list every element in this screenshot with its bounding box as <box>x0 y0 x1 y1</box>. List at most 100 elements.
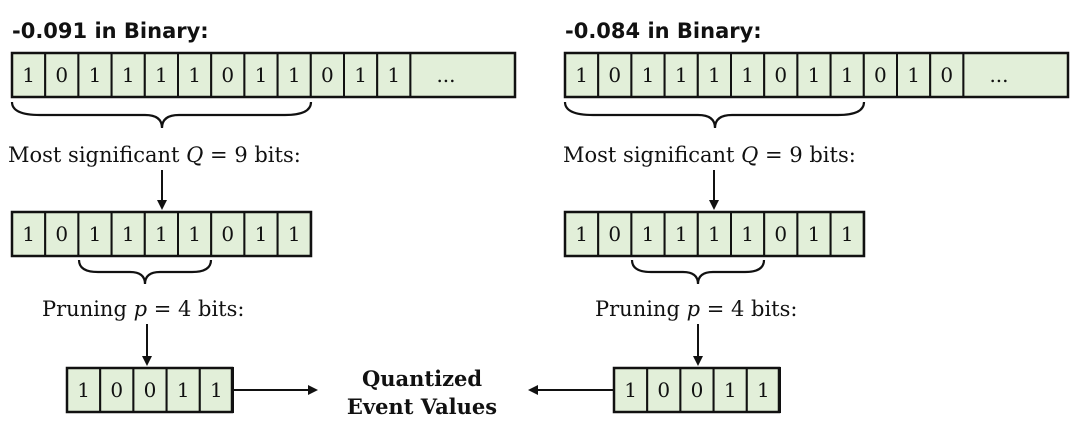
bit-value: 1 <box>155 222 168 246</box>
bit-value: 0 <box>940 63 953 87</box>
panel-left-prune-brace <box>77 259 213 285</box>
msb-label-var: Q <box>741 143 758 167</box>
center-label-line2: Event Values <box>347 394 497 419</box>
bit-value: 1 <box>255 63 268 87</box>
prune-label-prefix: Pruning <box>42 297 134 321</box>
bit-value: 1 <box>808 63 821 87</box>
panel-left-msb-brace <box>10 101 313 129</box>
bit-value: 1 <box>122 222 135 246</box>
bit-value: 0 <box>691 378 704 402</box>
bit-value: 0 <box>221 63 234 87</box>
panel-right-full-frame <box>563 51 1070 99</box>
bit-value: 0 <box>321 63 334 87</box>
bit-value: 1 <box>89 63 102 87</box>
bit-value: 0 <box>221 222 234 246</box>
prune-label-rest: = 4 bits: <box>700 297 797 321</box>
panel-left-prune-label: Pruning p = 4 bits: <box>42 297 244 321</box>
bit-value: 1 <box>77 378 90 402</box>
panel-left-full-frame <box>10 51 517 99</box>
msb-label-prefix: Most significant <box>563 143 741 167</box>
bit-value: 1 <box>210 378 223 402</box>
panel-right-msb-brace <box>563 101 866 129</box>
bit-value: 1 <box>255 222 268 246</box>
panel-right-prune-brace <box>630 259 766 285</box>
panel-right-ellipsis: ... <box>989 63 1008 87</box>
bit-cell <box>143 52 180 98</box>
bit-cell <box>696 52 732 98</box>
prune-label-var: p <box>687 297 700 321</box>
bit-value: 1 <box>841 222 854 246</box>
bit-value: 1 <box>354 63 367 87</box>
bit-cell <box>77 52 113 98</box>
bit-value: 1 <box>22 222 35 246</box>
panel-right-msb-label: Most significant Q = 9 bits: <box>563 143 856 167</box>
msb-label-rest: = 9 bits: <box>203 143 300 167</box>
bit-value: 1 <box>122 63 135 87</box>
bit-value: 0 <box>774 222 787 246</box>
panel-left-msb-label: Most significant Q = 9 bits: <box>8 143 301 167</box>
bit-value: 0 <box>144 378 157 402</box>
bit-value: 1 <box>575 222 588 246</box>
bit-value: 0 <box>874 63 887 87</box>
ellipsis-cell <box>962 52 1070 98</box>
bit-value: 0 <box>608 222 621 246</box>
bit-value: 1 <box>624 378 637 402</box>
ellipsis-cell <box>409 52 516 98</box>
panel-left-title: -0.091 in Binary: <box>12 19 209 43</box>
center-label: Quantized Event Values <box>347 366 497 419</box>
panel-left-ellipsis: ... <box>436 63 455 87</box>
bit-value: 0 <box>110 378 123 402</box>
bit-value: 1 <box>155 63 168 87</box>
bit-cell <box>597 52 633 98</box>
bit-value: 0 <box>657 378 670 402</box>
bit-value: 1 <box>841 63 854 87</box>
bit-cell <box>796 211 832 257</box>
bit-value: 1 <box>757 378 770 402</box>
panel-right-title: -0.084 in Binary: <box>565 19 762 43</box>
panel-right-q-frame <box>563 210 866 258</box>
bit-cell <box>143 211 180 257</box>
bit-value: 1 <box>387 63 400 87</box>
bit-value: 1 <box>675 63 688 87</box>
bit-value: 1 <box>89 222 102 246</box>
prune-label-prefix: Pruning <box>595 297 687 321</box>
bit-value: 0 <box>55 63 68 87</box>
bit-value: 1 <box>177 378 190 402</box>
bit-cell <box>745 367 781 413</box>
bit-cell <box>896 52 932 98</box>
msb-label-var: Q <box>186 143 203 167</box>
msb-label-prefix: Most significant <box>8 143 186 167</box>
bit-value: 1 <box>22 63 35 87</box>
bit-cell <box>210 52 246 98</box>
bit-value: 1 <box>575 63 588 87</box>
center-label-line1: Quantized <box>362 366 482 391</box>
panel-right-prune-label: Pruning p = 4 bits: <box>595 297 797 321</box>
bit-value: 0 <box>774 63 787 87</box>
bit-value: 1 <box>724 378 737 402</box>
bit-value: 1 <box>741 222 754 246</box>
bit-value: 1 <box>188 63 201 87</box>
bit-value: 1 <box>288 63 301 87</box>
prune-label-rest: = 4 bits: <box>147 297 244 321</box>
bit-cell <box>597 211 633 257</box>
bit-cell <box>44 211 80 257</box>
bit-value: 1 <box>188 222 201 246</box>
bit-value: 0 <box>608 63 621 87</box>
bit-value: 1 <box>642 63 655 87</box>
prune-label-var: p <box>134 297 147 321</box>
bit-value: 1 <box>708 222 721 246</box>
bit-value: 1 <box>741 63 754 87</box>
bit-value: 1 <box>642 222 655 246</box>
bit-value: 1 <box>808 222 821 246</box>
bit-value: 0 <box>55 222 68 246</box>
